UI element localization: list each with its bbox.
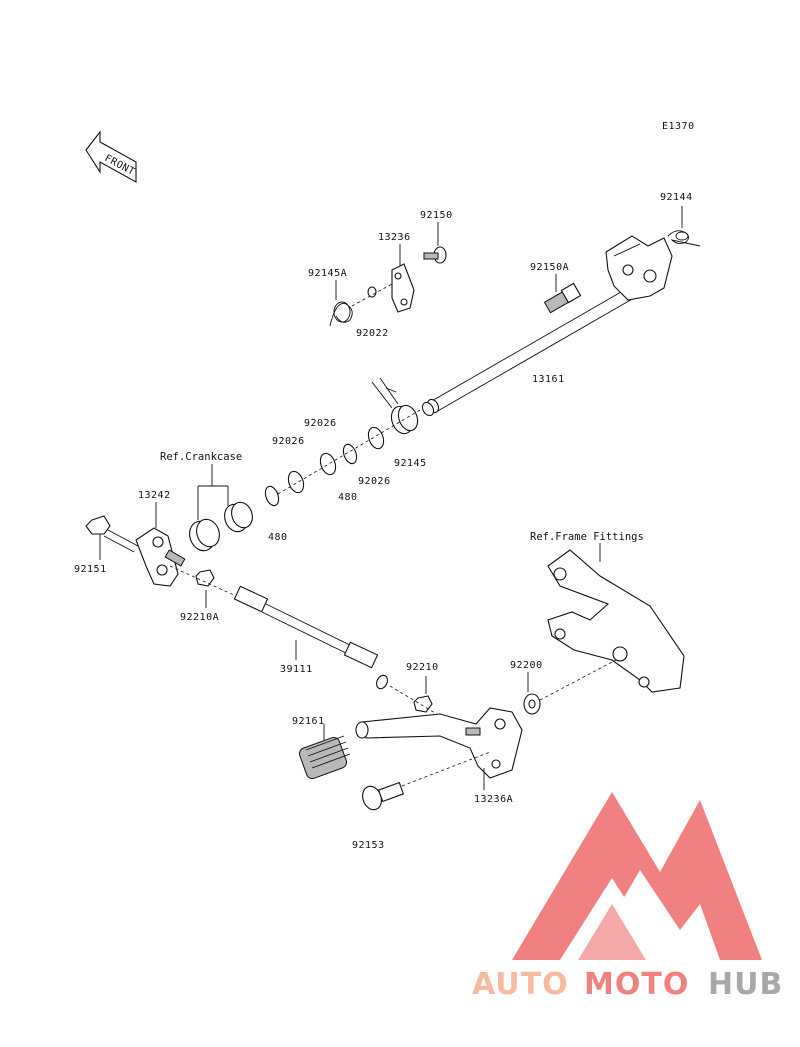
label-92210: 92210 <box>406 662 439 673</box>
pedal-rubber-92161 <box>298 724 351 780</box>
shift-lever-13242 <box>135 502 186 587</box>
spring-92145-icon <box>371 377 419 435</box>
nut-92210 <box>389 676 471 735</box>
logo-text-moto: MOTO <box>584 967 689 1002</box>
label-92145: 92145 <box>394 458 427 469</box>
label-92026-a: 92026 <box>304 418 337 429</box>
bolt-92153 <box>362 751 491 811</box>
nut-92210A <box>195 569 215 608</box>
label-92026-c: 92026 <box>358 476 391 487</box>
label-13242: 13242 <box>138 490 171 501</box>
label-480-b: 480 <box>268 532 288 543</box>
shift-pedal-13236A <box>355 707 523 790</box>
label-92026-b: 92026 <box>272 436 305 447</box>
label-92210A: 92210A <box>180 612 219 623</box>
logo-text-hub: HUB <box>708 967 783 1002</box>
washers <box>264 409 421 507</box>
label-92145A: 92145A <box>308 268 347 279</box>
label-92151: 92151 <box>74 564 107 575</box>
label-92150: 92150 <box>420 210 453 221</box>
label-92144: 92144 <box>660 192 693 203</box>
front-arrow-icon: FRONT <box>85 130 137 183</box>
label-92022: 92022 <box>356 328 389 339</box>
logo-text-auto: AUTO <box>472 967 569 1002</box>
tie-rod-39111 <box>169 565 388 690</box>
label-ref-crankcase: Ref.Crankcase <box>160 451 242 463</box>
label-480-a: 480 <box>338 492 358 503</box>
label-13161: 13161 <box>532 374 565 385</box>
crankcase-bearings <box>189 464 253 552</box>
label-39111: 39111 <box>280 664 313 675</box>
linkage-small-parts <box>329 246 447 327</box>
label-92153: 92153 <box>352 840 385 851</box>
frame-fittings <box>547 543 685 693</box>
shift-shaft <box>421 235 673 417</box>
washer-92200 <box>523 659 617 715</box>
label-13236A: 13236A <box>474 794 513 805</box>
label-ref-frame-fittings: Ref.Frame Fittings <box>530 531 644 543</box>
label-92200: 92200 <box>510 660 543 671</box>
label-92150A: 92150A <box>530 262 569 273</box>
bolt-92151 <box>85 515 139 560</box>
label-13236: 13236 <box>378 232 411 243</box>
automotohub-logo: AUTO MOTO HUB <box>472 792 783 1002</box>
bolt-92150A <box>543 282 582 314</box>
label-92161: 92161 <box>292 716 325 727</box>
diagram-code: E1370 <box>662 121 695 132</box>
spring-92144-icon <box>667 230 701 247</box>
